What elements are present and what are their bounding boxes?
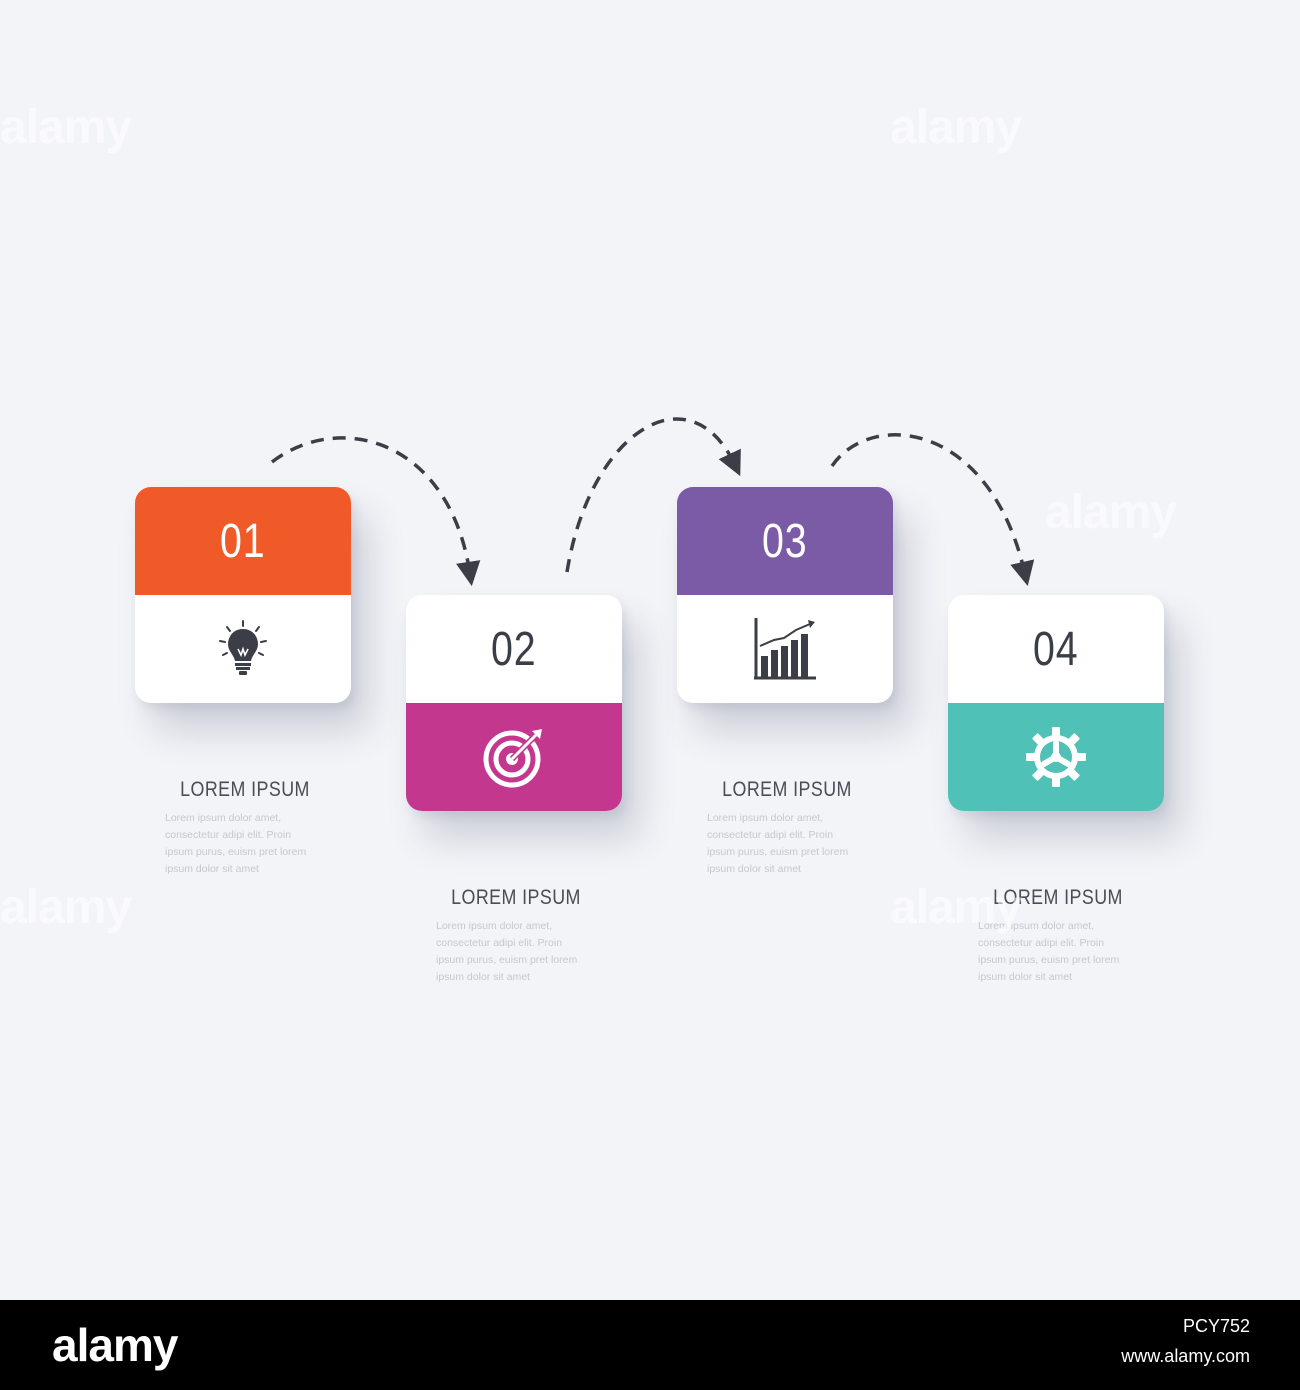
step-card-4: 04 [948, 595, 1164, 811]
step-4-body: Lorem ipsum dolor amet, consectetur adip… [978, 920, 1120, 983]
step-card-2: 02 [406, 595, 622, 811]
step-2-number-panel: 02 [406, 595, 622, 703]
arrow-2-to-3 [565, 417, 741, 573]
dashed-arrows [270, 417, 1035, 587]
arrow-3-to-4 [830, 433, 1035, 586]
step-1-caption: LOREM IPSUM Lorem ipsum dolor amet, cons… [135, 778, 355, 878]
target-icon [482, 725, 546, 789]
step-2-caption: LOREM IPSUM Lorem ipsum dolor amet, cons… [406, 886, 626, 986]
step-1-number-panel: 01 [135, 487, 351, 595]
step-3-number-panel: 03 [677, 487, 893, 595]
step-4-number-panel: 04 [948, 595, 1164, 703]
footer-url: www.alamy.com [1121, 1346, 1250, 1366]
arrow-1-to-2 [270, 436, 481, 587]
step-3-number: 03 [762, 514, 808, 568]
gear-icon [1024, 725, 1088, 789]
step-3-body: Lorem ipsum dolor amet, consectetur adip… [707, 812, 849, 875]
infographic-canvas: 01 [0, 101, 1177, 986]
step-1-icon-panel [135, 595, 351, 703]
watermark: alamy [0, 881, 132, 934]
watermark: alamy [890, 881, 1022, 934]
watermark: alamy [0, 101, 132, 154]
step-1-number: 01 [220, 514, 266, 568]
step-3-icon-panel [677, 595, 893, 703]
step-4-title: LOREM IPSUM [993, 886, 1123, 909]
watermark: alamy [1045, 486, 1177, 539]
step-4-caption: LOREM IPSUM Lorem ipsum dolor amet, cons… [948, 886, 1168, 986]
step-3-caption: LOREM IPSUM Lorem ipsum dolor amet, cons… [677, 778, 897, 878]
step-2-body: Lorem ipsum dolor amet, consectetur adip… [436, 920, 578, 983]
step-2-number: 02 [491, 622, 537, 676]
step-2-icon-panel [406, 703, 622, 811]
step-card-3: 03 [677, 487, 893, 703]
watermark: alamy [890, 101, 1022, 154]
bar-chart-icon [752, 616, 818, 682]
step-2-title: LOREM IPSUM [451, 886, 581, 909]
footer-bar: alamy PCY752 www.alamy.com [0, 1300, 1300, 1390]
lightbulb-icon [215, 619, 271, 679]
step-3-title: LOREM IPSUM [722, 778, 852, 801]
footer-image-id: PCY752 [1182, 1316, 1250, 1336]
step-4-number: 04 [1033, 622, 1079, 676]
step-1-title: LOREM IPSUM [180, 778, 310, 801]
step-card-1: 01 [135, 487, 351, 703]
step-1-body: Lorem ipsum dolor amet, consectetur adip… [165, 812, 307, 875]
step-4-icon-panel [948, 703, 1164, 811]
footer-brand-logo: alamy [52, 1319, 178, 1371]
